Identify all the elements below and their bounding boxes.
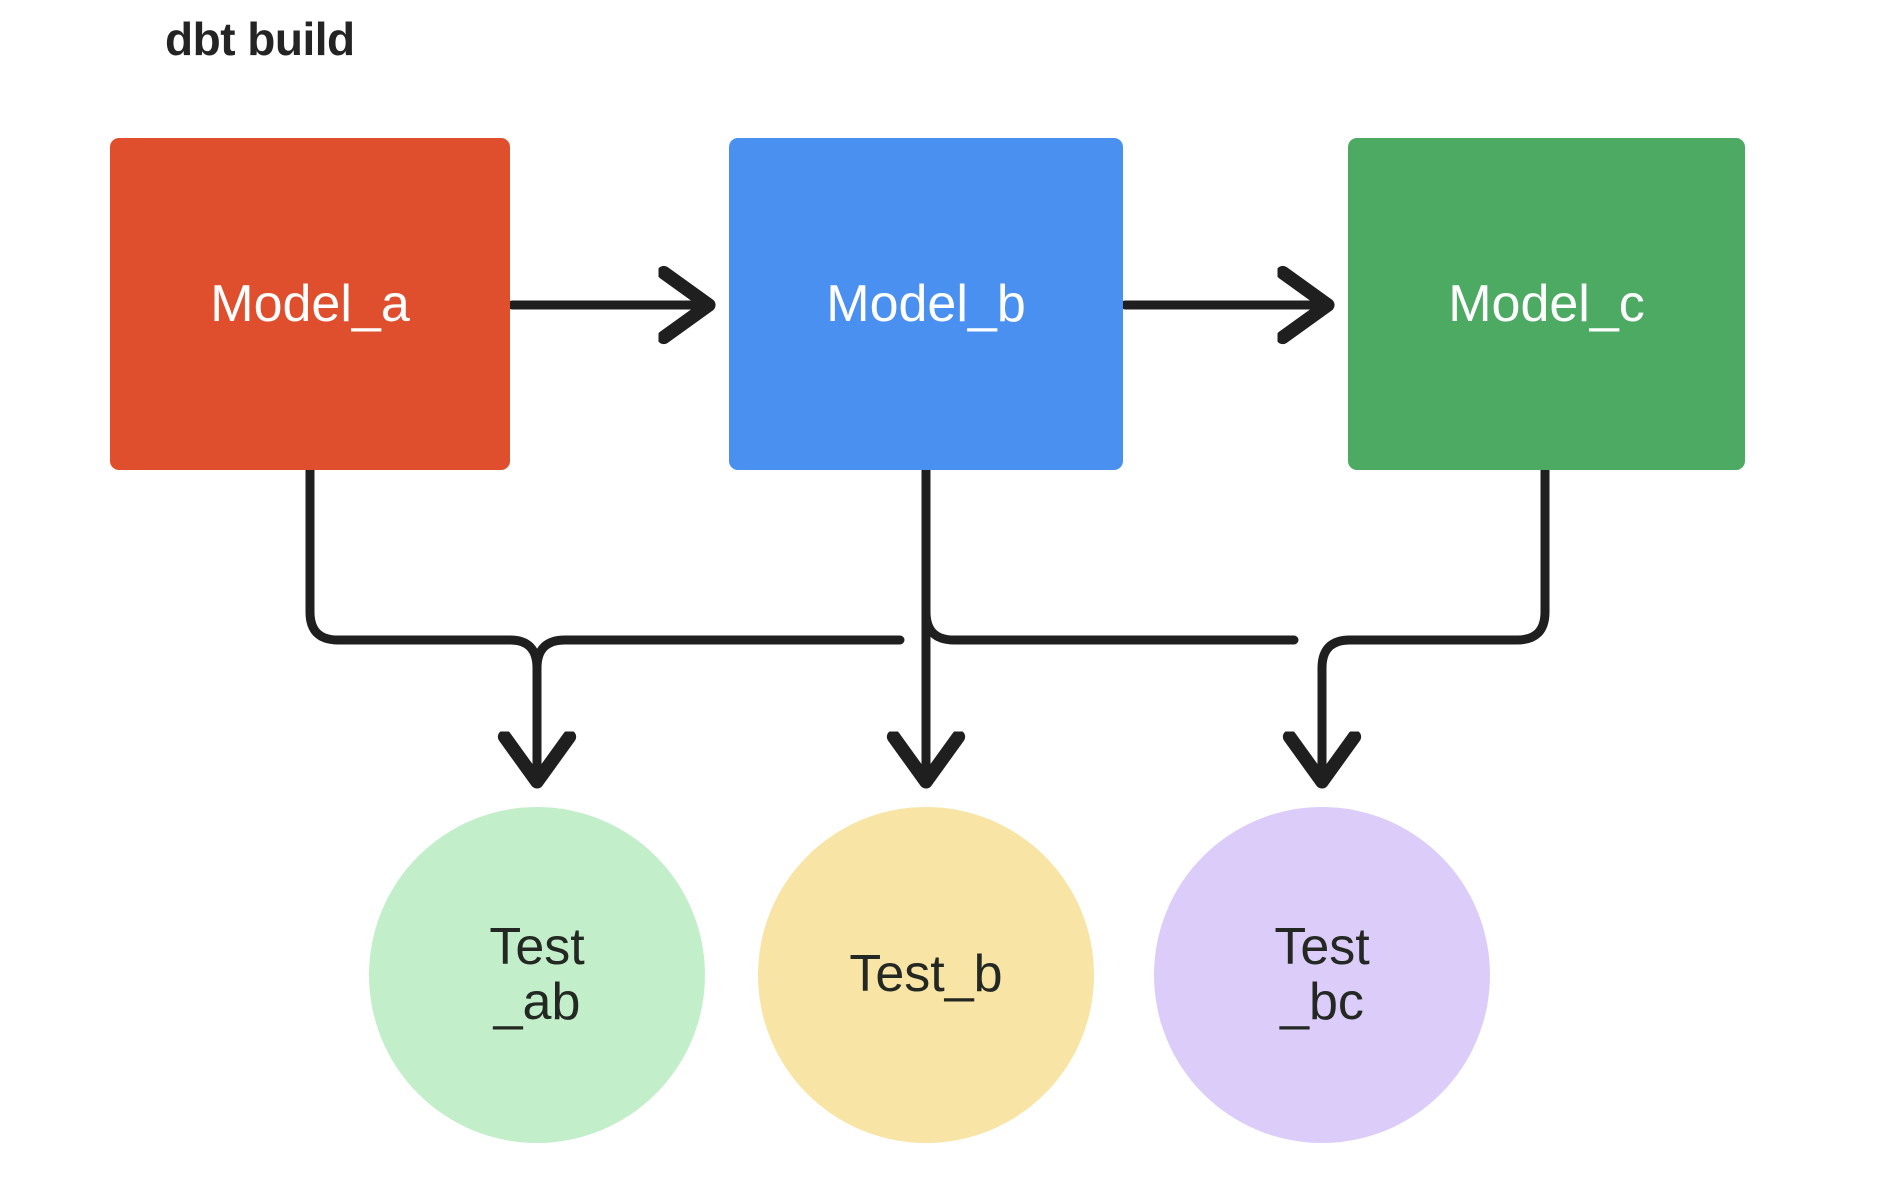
edge-model-a-to-bus — [305, 465, 515, 645]
edge-bus-left-segment — [333, 635, 537, 780]
edge-model-c-to-bus — [1345, 465, 1550, 645]
node-test-ab[interactable]: Test _ab — [369, 807, 705, 1143]
node-test-ab-label: Test _ab — [489, 917, 585, 1031]
node-test-b-label: Test_b — [849, 947, 1002, 1002]
node-test-ab-label-line-2: _ab — [493, 973, 581, 1031]
node-test-b[interactable]: Test_b — [758, 807, 1094, 1143]
node-model-c-label: Model_c — [1448, 275, 1645, 333]
node-model-a-label: Model_a — [210, 275, 410, 333]
edge-bus-right-segment — [921, 607, 1299, 645]
node-model-c[interactable]: Model_c — [1348, 138, 1745, 470]
node-test-bc[interactable]: Test _bc — [1154, 807, 1490, 1143]
edge-bus-to-test-bc — [1322, 635, 1350, 780]
page-title: dbt build — [165, 13, 355, 65]
node-model-b[interactable]: Model_b — [729, 138, 1123, 470]
node-test-ab-label-line-1: Test — [489, 917, 585, 976]
edge-bus-middle-segment — [532, 635, 905, 673]
node-test-bc-label: Test _bc — [1274, 917, 1370, 1031]
node-test-b-label-line-1: Test_b — [849, 945, 1003, 1004]
node-model-b-label: Model_b — [826, 275, 1026, 333]
node-test-bc-label-line-2: _bc — [1280, 973, 1364, 1031]
node-model-a[interactable]: Model_a — [110, 138, 510, 470]
node-test-bc-label-line-1: Test — [1274, 917, 1370, 976]
